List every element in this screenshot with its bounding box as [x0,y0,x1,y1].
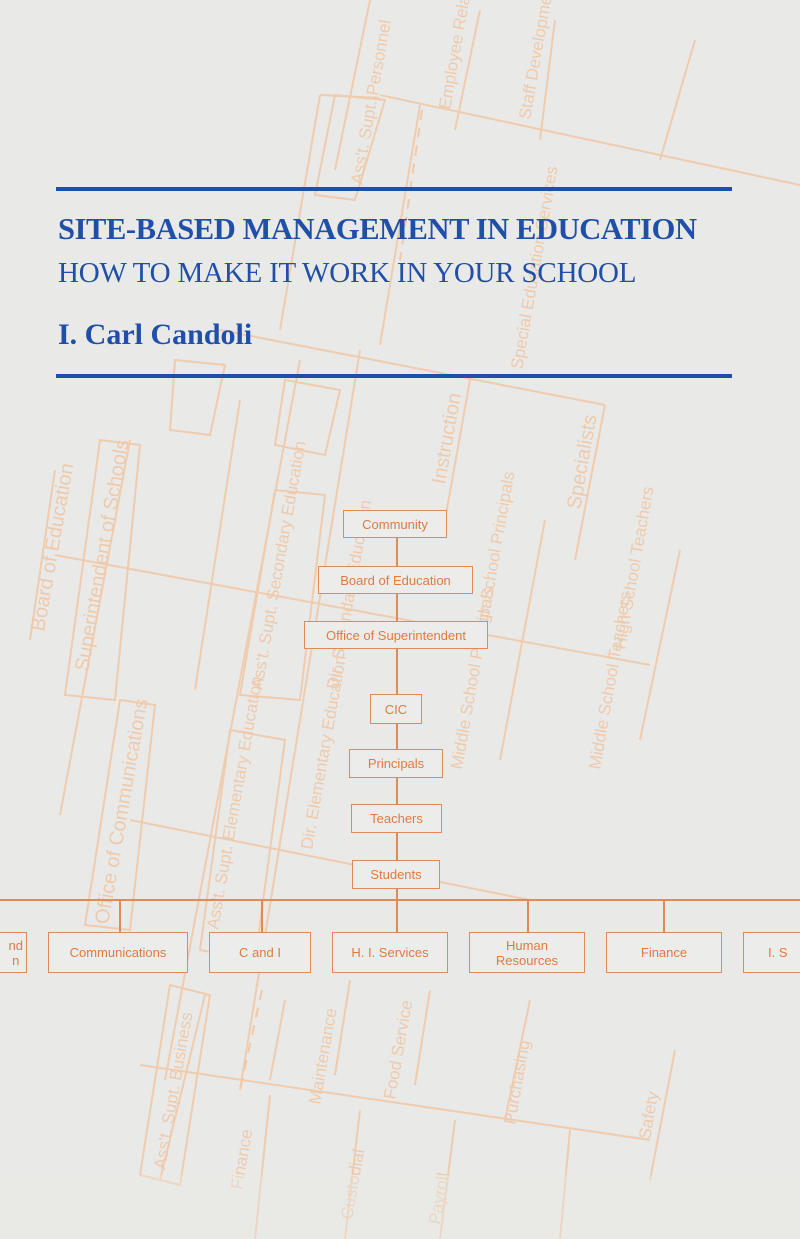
book-title: SITE-BASED MANAGEMENT IN EDUCATION [58,212,697,246]
ghost-middle-school-teachers: Middle School Teachers [585,590,635,771]
org-box-hi-services: H. I. Services [332,932,448,973]
ghost-employee-relations: Employee Relations [435,0,480,111]
ghost-maintenance: Maintenance [305,1007,341,1106]
book-author: I. Carl Candoli [58,318,253,351]
ghost-superintendent: Superintendent of Schools [71,438,133,673]
org-box-human-resources: Human Resources [469,932,585,973]
org-box-students: Students [352,860,440,889]
ghost-staff-development: Staff Development [515,0,558,121]
ghost-purchasing: Purchasing [500,1039,533,1126]
org-box-board-of-education: Board of Education [318,566,473,594]
bottom-rule [56,374,732,378]
bottom-strip [0,1175,800,1239]
org-box-cic: CIC [370,694,422,724]
org-box-department-cut: nd n [0,932,27,973]
ghost-middle-school-principals: Middle School Principals [447,585,498,771]
top-rule [56,187,732,191]
org-box-is: I. S [743,932,800,973]
org-box-community: Community [343,510,447,538]
ghost-asst-supt-business: Ass't. Supt. Business [150,1011,196,1171]
ghost-specialists: Specialists [563,413,601,511]
ghost-asst-supt-personnel: Ass't. Supt. Personnel [347,18,395,186]
book-subtitle: HOW TO MAKE IT WORK IN YOUR SCHOOL [58,257,637,289]
org-box-c-and-i: C and I [209,932,311,973]
ghost-asst-supt-elementary: Ass't. Supt. Elementary Education [203,675,266,931]
org-box-communications: Communications [48,932,188,973]
org-box-finance: Finance [606,932,722,973]
org-box-principals: Principals [349,749,443,778]
org-box-teachers: Teachers [351,804,442,833]
ghost-board-of-education: Board of Education [27,462,78,633]
org-box-office-of-superintendent: Office of Superintendent [304,621,488,649]
ghost-food-service: Food Service [380,999,416,1101]
